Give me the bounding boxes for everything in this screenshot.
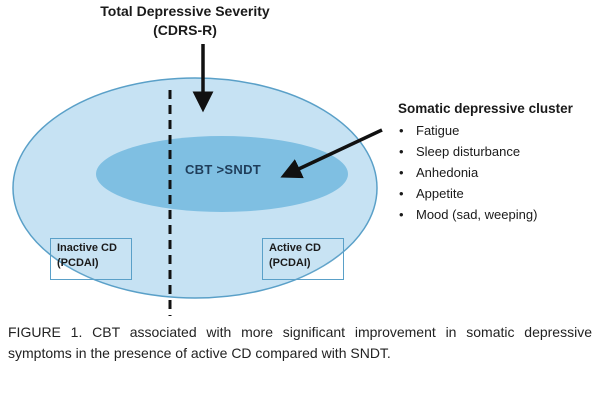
total-severity-label: Total Depressive Severity (CDRS-R): [80, 2, 290, 40]
active-cd-line2: (PCDAI): [269, 257, 311, 269]
inner-ellipse: [96, 136, 348, 212]
total-severity-line2: (CDRS-R): [153, 22, 217, 38]
list-item-text: Fatigue: [416, 123, 460, 138]
figure-caption: FIGURE 1. CBT associated with more signi…: [8, 324, 592, 361]
total-severity-line1: Total Depressive Severity: [100, 3, 270, 19]
list-item-text: Sleep disturbance: [416, 144, 521, 159]
list-item: • Appetite: [398, 183, 598, 204]
active-cd-line1: Active CD: [269, 242, 321, 254]
bullet-icon: •: [399, 123, 404, 138]
list-item-text: Mood (sad, weeping): [416, 207, 538, 222]
cluster-title: Somatic depressive cluster: [398, 101, 573, 116]
inactive-cd-box: Inactive CD (PCDAI): [50, 238, 132, 280]
active-cd-box: Active CD (PCDAI): [262, 238, 344, 280]
list-item-text: Appetite: [416, 186, 464, 201]
cluster-list: • Fatigue • Sleep disturbance • Anhedonia •…: [398, 120, 598, 225]
list-item: • Anhedonia: [398, 162, 598, 183]
bullet-icon: •: [399, 207, 404, 222]
list-item-text: Anhedonia: [416, 165, 479, 180]
list-item: • Mood (sad, weeping): [398, 204, 598, 225]
list-item: • Fatigue: [398, 120, 598, 141]
inactive-cd-line1: Inactive CD: [57, 242, 117, 254]
inner-ellipse-label: CBT >SNDT: [184, 162, 261, 177]
inactive-cd-line2: (PCDAI): [57, 257, 99, 269]
bullet-icon: •: [399, 144, 404, 159]
list-item: • Sleep disturbance: [398, 141, 598, 162]
bullet-icon: •: [399, 186, 404, 201]
arrow-cluster: [280, 128, 383, 179]
somatic-cluster: Somatic depressive cluster • Fatigue • Sle…: [398, 100, 598, 225]
bullet-icon: •: [399, 165, 404, 180]
